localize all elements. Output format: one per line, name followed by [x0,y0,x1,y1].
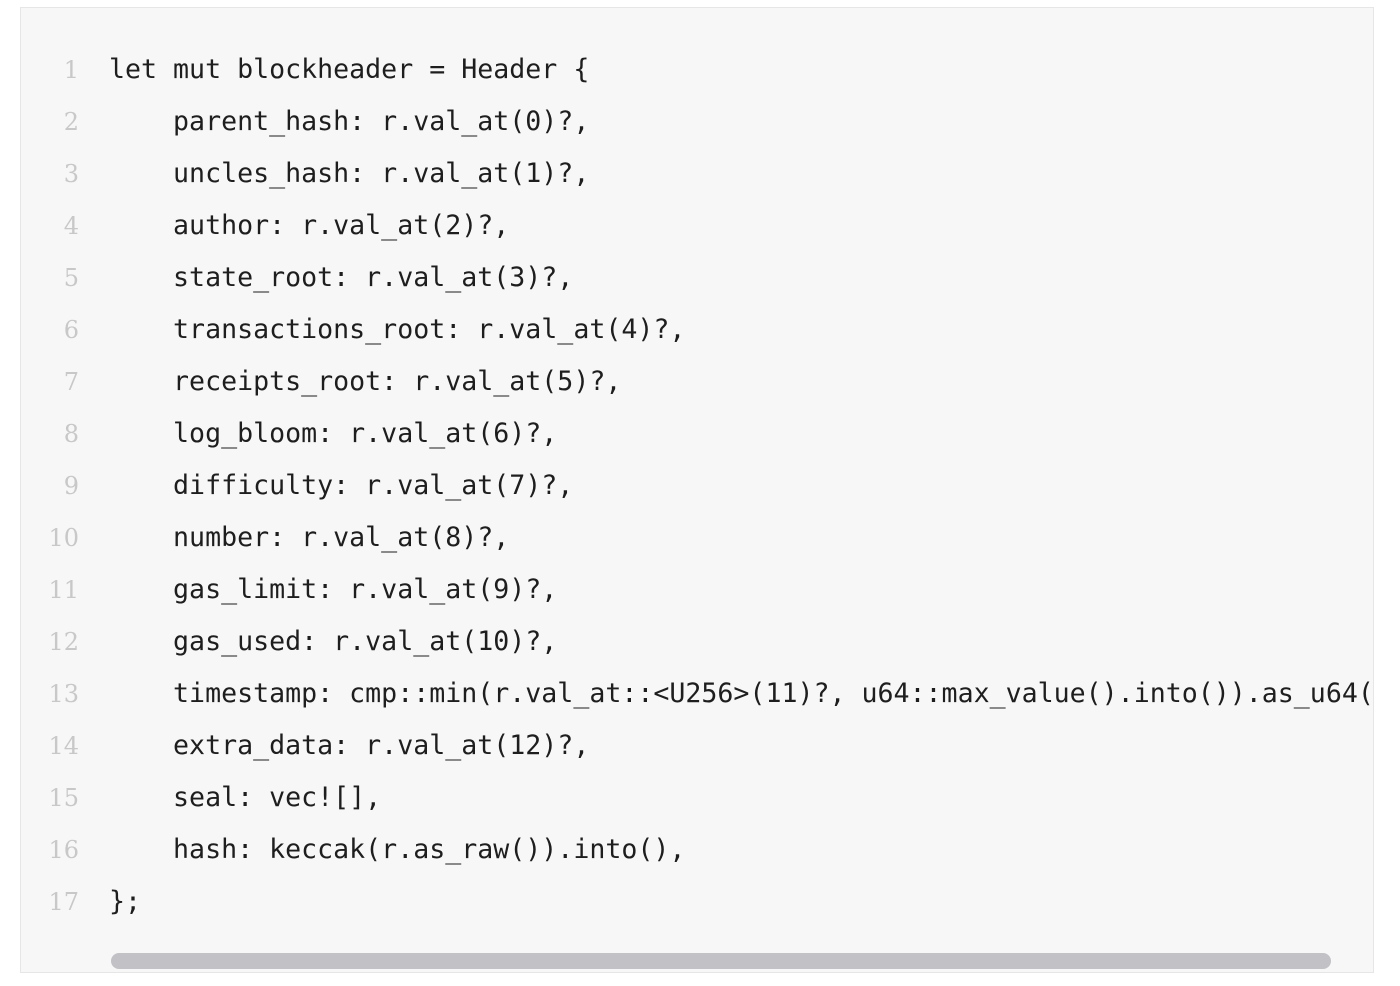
code-line: receipts_root: r.val_at(5)?, [109,366,622,397]
code-line: number: r.val_at(8)?, [109,522,510,553]
code-line: hash: keccak(r.as_raw()).into(), [109,834,686,865]
line-number: 15 [48,784,79,812]
code-line: transactions_root: r.val_at(4)?, [109,314,686,345]
code-line: seal: vec![], [109,782,382,813]
code-line: uncles_hash: r.val_at(1)?, [109,158,590,189]
line-number: 11 [48,576,79,604]
code-line: gas_limit: r.val_at(9)?, [109,574,558,605]
line-number: 10 [48,524,79,552]
line-number: 14 [48,732,79,760]
line-number: 2 [63,108,79,136]
code-line: author: r.val_at(2)?, [109,210,510,241]
code-line: state_root: r.val_at(3)?, [109,262,574,293]
code-line: gas_used: r.val_at(10)?, [109,626,558,657]
line-number: 17 [48,888,79,916]
line-number: 6 [63,316,79,344]
code-block: 1 2 3 4 5 6 7 8 9 10 11 12 13 14 15 16 1… [20,7,1374,973]
code-content[interactable]: let mut blockheader = Header { parent_ha… [109,44,1373,928]
code-line: log_bloom: r.val_at(6)?, [109,418,558,449]
line-number: 8 [63,420,79,448]
line-number: 4 [63,212,79,240]
line-number: 13 [48,680,79,708]
code-line: }; [109,886,142,917]
scrollbar-thumb[interactable] [111,953,1331,969]
line-number: 5 [63,264,79,292]
horizontal-scrollbar[interactable] [111,950,1333,972]
line-number: 3 [63,160,79,188]
code-line: extra_data: r.val_at(12)?, [109,730,590,761]
code-line: parent_hash: r.val_at(0)?, [109,106,590,137]
code-line: let mut blockheader = Header { [109,54,590,85]
line-number: 9 [63,472,79,500]
line-number: 7 [63,368,79,396]
code-line: difficulty: r.val_at(7)?, [109,470,574,501]
code-line: timestamp: cmp::min(r.val_at::<U256>(11)… [109,678,1373,709]
line-number: 16 [48,836,79,864]
line-number-gutter: 1 2 3 4 5 6 7 8 9 10 11 12 13 14 15 16 1… [21,44,81,928]
line-number: 12 [48,628,79,656]
line-number: 1 [63,56,79,84]
